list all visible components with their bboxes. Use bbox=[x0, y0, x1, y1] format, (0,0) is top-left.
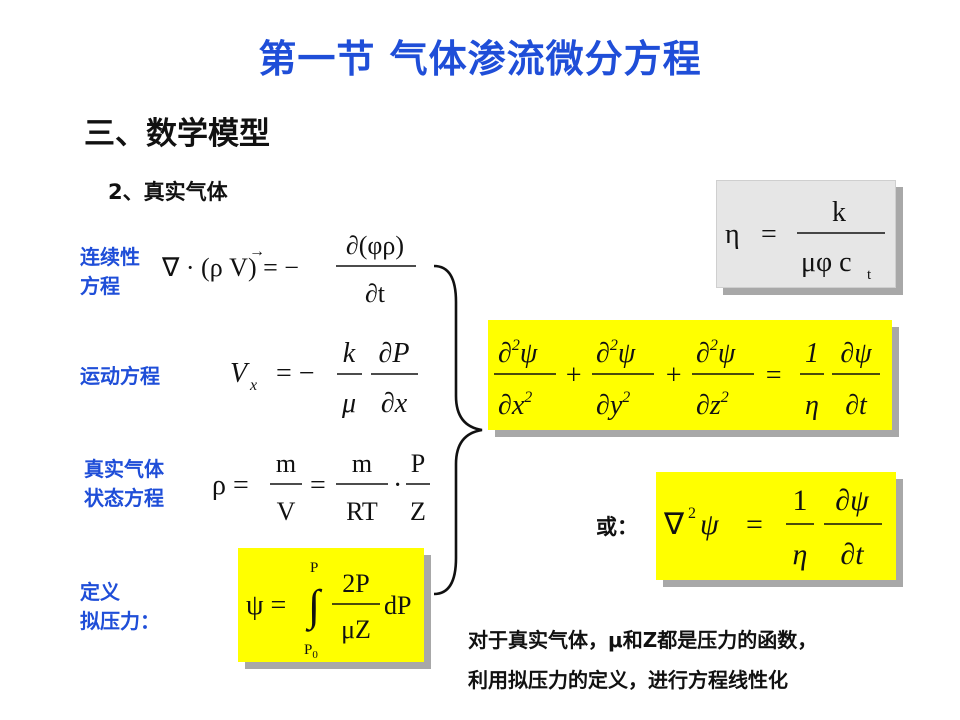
page-title: 第一节 气体渗流微分方程 bbox=[258, 37, 702, 81]
pseudo-num: 2P bbox=[342, 569, 369, 598]
laplace-eq: = bbox=[746, 508, 763, 541]
or-label: 或： bbox=[596, 515, 638, 539]
eta-eq: = bbox=[761, 219, 777, 250]
main-equation-box: ∂2ψ ∂x2 + ∂2ψ ∂y2 + ∂2ψ ∂z2 = 1 η ∂ψ ∂t bbox=[488, 320, 892, 430]
state-f3-num: P bbox=[411, 449, 425, 478]
svg-text:∂z2: ∂z2 bbox=[696, 389, 729, 421]
svg-text:∂x2: ∂x2 bbox=[498, 389, 532, 421]
label-motion: 运动方程 bbox=[80, 364, 160, 388]
state-f2-num: m bbox=[352, 449, 372, 478]
svg-text:ψ =: ψ = bbox=[246, 590, 286, 621]
laplace-rhs-num: 1 bbox=[793, 484, 808, 517]
pseudo-diff: dP bbox=[384, 591, 411, 620]
svg-text:=: = bbox=[310, 470, 326, 501]
right-brace bbox=[433, 264, 483, 596]
pseudo-pressure-box: ψ = ∫ P P0 2P μZ dP bbox=[238, 548, 424, 662]
laplace-equation-box: ∇ 2 ψ = 1 η ∂ψ ∂t bbox=[656, 472, 896, 580]
svg-text:∂2ψ: ∂2ψ bbox=[696, 337, 736, 369]
svg-text:∂2ψ: ∂2ψ bbox=[498, 337, 538, 369]
pseudo-upper-limit: P bbox=[310, 560, 318, 576]
svg-text:ψ: ψ bbox=[700, 508, 720, 541]
svg-text:+: + bbox=[564, 360, 583, 391]
laplace-equation: ∇ 2 ψ = 1 η ∂ψ ∂t bbox=[663, 484, 882, 571]
note-line1: 对于真实气体，μ和Z都是压力的函数， bbox=[468, 628, 818, 652]
continuity-denominator: ∂t bbox=[365, 279, 386, 308]
svg-text:2: 2 bbox=[688, 505, 696, 522]
laplace-rhs2-num: ∂ψ bbox=[835, 484, 870, 517]
eta-den-sub: t bbox=[867, 267, 872, 283]
continuity-numerator: ∂(φρ) bbox=[346, 231, 404, 260]
motion-frac2-den: ∂x bbox=[381, 388, 408, 419]
label-pseudo-pressure: 定义 拟压力： bbox=[80, 578, 160, 636]
pseudo-pressure-formula: ψ = ∫ P P0 2P μZ dP bbox=[246, 560, 411, 661]
label-continuity: 连续性 方程 bbox=[80, 243, 140, 301]
svg-text:=: = bbox=[764, 360, 783, 391]
continuity-equation: ∇ · (ρ V) = − → ∂(φρ) ∂t bbox=[161, 231, 416, 308]
main-rhs2-den: ∂t bbox=[845, 390, 868, 421]
main-rhs-den: η bbox=[805, 390, 819, 421]
motion-frac2-num: ∂P bbox=[379, 338, 410, 369]
motion-frac1-den: μ bbox=[341, 388, 356, 419]
svg-text:·: · bbox=[393, 470, 402, 501]
eta-formula: η = k μφ c t bbox=[725, 197, 885, 283]
label-pseudo-line1: 定义 bbox=[80, 580, 120, 604]
state-f2-den: RT bbox=[346, 497, 378, 526]
svg-text:= −: = − bbox=[276, 358, 315, 389]
svg-text:∇ · (ρ V) = −: ∇ · (ρ V) = − bbox=[161, 253, 299, 282]
state-f1-num: m bbox=[276, 449, 296, 478]
svg-text:∂2ψ: ∂2ψ bbox=[596, 337, 636, 369]
eta-den: μφ c bbox=[801, 247, 852, 278]
subsection-heading: 2、真实气体 bbox=[108, 180, 228, 204]
svg-text:∫: ∫ bbox=[305, 581, 323, 632]
label-state: 真实气体 状态方程 bbox=[84, 455, 164, 513]
svg-text:V: V bbox=[230, 358, 250, 389]
main-rhs2-num: ∂ψ bbox=[840, 338, 872, 369]
label-state-line1: 真实气体 bbox=[84, 457, 164, 481]
note-line2: 利用拟压力的定义，进行方程线性化 bbox=[468, 668, 788, 692]
main-equation: ∂2ψ ∂x2 + ∂2ψ ∂y2 + ∂2ψ ∂z2 = 1 η ∂ψ ∂t bbox=[494, 337, 880, 421]
state-f1-den: V bbox=[277, 497, 296, 526]
state-equation: ρ = m V = m RT · P Z bbox=[212, 449, 430, 526]
svg-text:x: x bbox=[249, 377, 257, 394]
note-text: 对于真实气体，μ和Z都是压力的函数， 利用拟压力的定义，进行方程线性化 bbox=[468, 620, 817, 700]
eta-lhs: η bbox=[725, 219, 740, 250]
label-continuity-line2: 方程 bbox=[80, 274, 120, 298]
pseudo-lower-limit: P0 bbox=[304, 642, 318, 661]
main-rhs-num: 1 bbox=[805, 338, 819, 369]
pseudo-den: μZ bbox=[341, 615, 371, 644]
section-heading: 三、数学模型 bbox=[84, 116, 270, 152]
svg-text:→: → bbox=[249, 243, 265, 260]
motion-frac1-num: k bbox=[343, 338, 356, 369]
eta-definition-box: η = k μφ c t bbox=[716, 180, 896, 288]
eta-num: k bbox=[832, 197, 846, 228]
svg-text:∂y2: ∂y2 bbox=[596, 389, 630, 421]
svg-text:∇: ∇ bbox=[663, 508, 685, 541]
laplace-rhs2-den: ∂t bbox=[840, 538, 864, 571]
motion-equation: V x = − k μ ∂P ∂x bbox=[230, 338, 418, 419]
svg-text:ρ =: ρ = bbox=[212, 470, 249, 501]
state-f3-den: Z bbox=[410, 497, 426, 526]
laplace-rhs-den: η bbox=[793, 538, 808, 571]
label-state-line2: 状态方程 bbox=[84, 486, 164, 510]
svg-text:+: + bbox=[664, 360, 683, 391]
label-continuity-line1: 连续性 bbox=[80, 245, 140, 269]
label-pseudo-line2: 拟压力： bbox=[80, 609, 160, 633]
